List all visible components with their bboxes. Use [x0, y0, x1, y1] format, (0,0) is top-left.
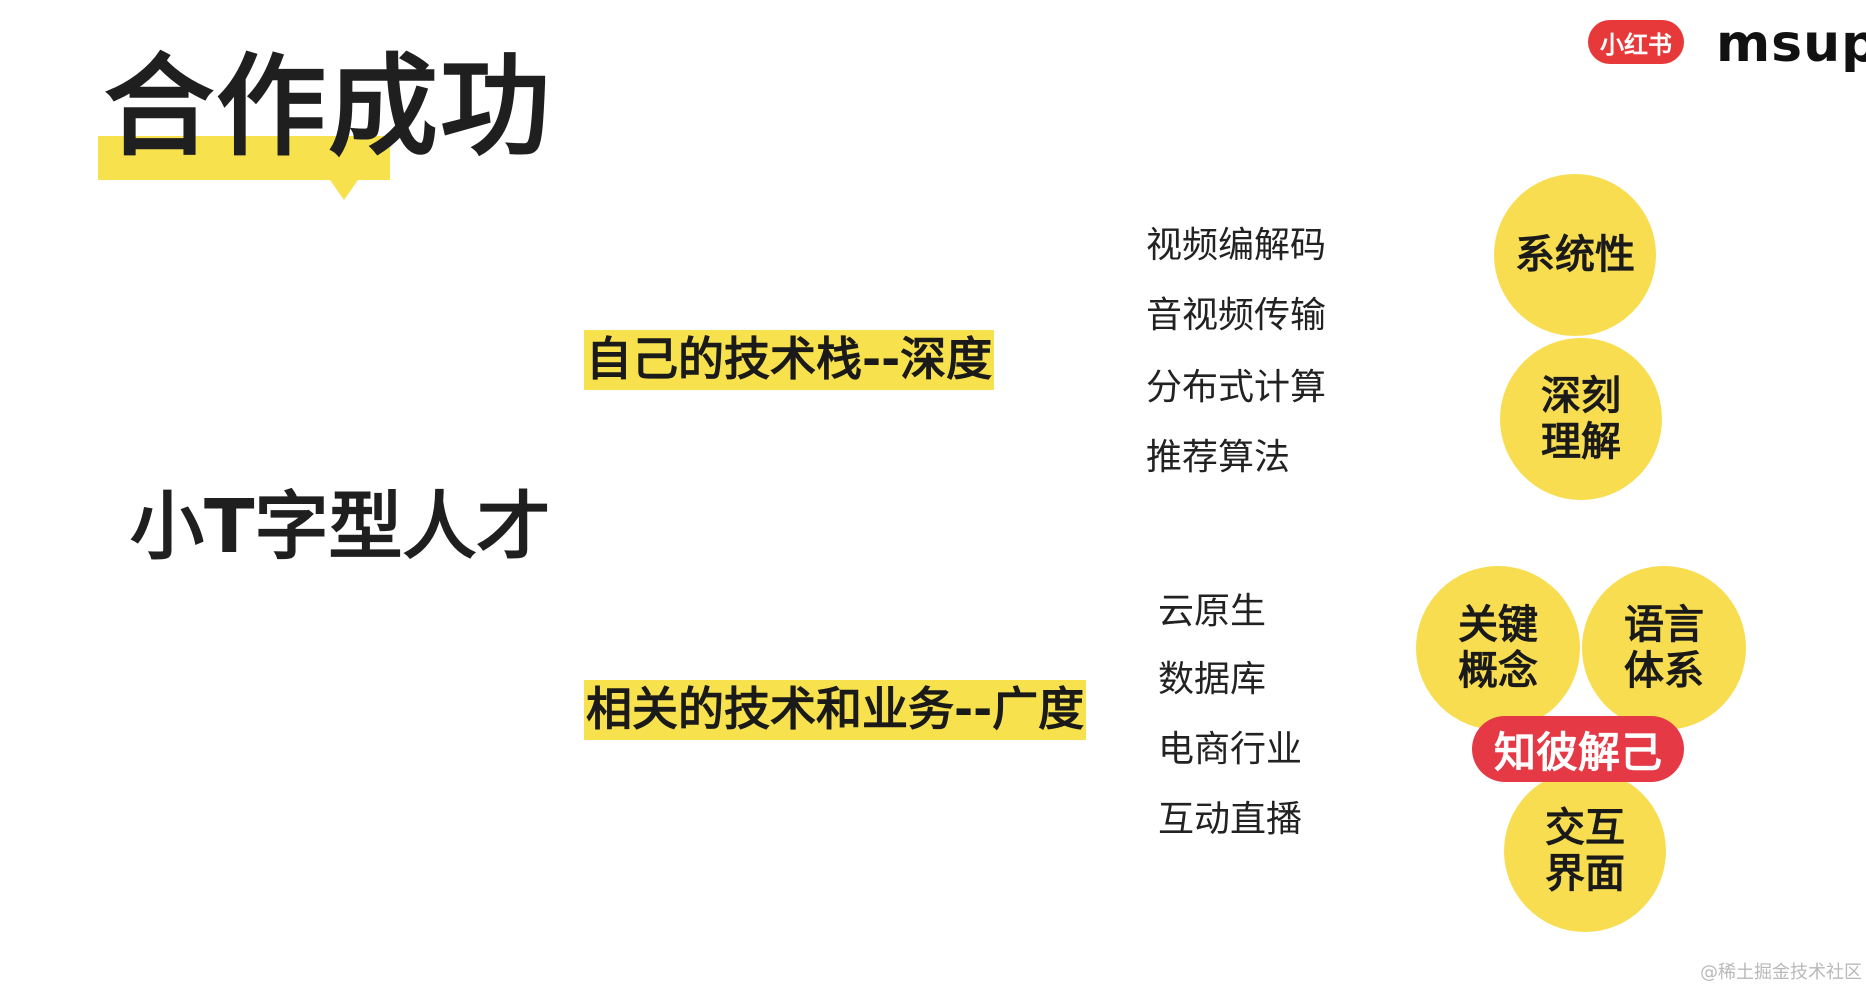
page-title: 合作成功: [104, 43, 552, 171]
depth-item: 推荐算法: [1146, 437, 1291, 478]
circle-text-line2: 界面: [1545, 851, 1625, 897]
depth-item: 音视频传输: [1146, 295, 1327, 336]
circle-interaction-interface: 交互 界面: [1504, 770, 1666, 932]
depth-label: 自己的技术栈--深度: [584, 330, 995, 390]
circle-language-system: 语言 体系: [1582, 566, 1746, 730]
circle-text-line1: 关键: [1458, 602, 1538, 648]
circle-text-line2: 体系: [1624, 648, 1704, 694]
breadth-item: 互动直播: [1158, 799, 1303, 840]
xiaohongshu-logo: 小红书: [1588, 20, 1684, 64]
depth-item: 分布式计算: [1146, 367, 1327, 408]
circle-text-line1: 语言: [1624, 602, 1704, 648]
circle-text-line2: 理解: [1541, 419, 1621, 465]
circle-deep-understanding: 深刻 理解: [1500, 338, 1662, 500]
circle-systematic: 系统性: [1494, 174, 1656, 336]
breadth-label: 相关的技术和业务--广度: [584, 680, 1087, 740]
breadth-item: 数据库: [1158, 659, 1267, 700]
circle-text-line2: 概念: [1458, 648, 1538, 694]
watermark: @稀土掘金技术社区: [1700, 962, 1862, 983]
xiaohongshu-logo-text: 小红书: [1600, 30, 1672, 59]
circle-text-line1: 系统性: [1515, 232, 1635, 278]
msup-logo-text: msup: [1716, 14, 1866, 74]
breadth-item: 云原生: [1158, 591, 1267, 632]
circle-key-concepts: 关键 概念: [1416, 566, 1580, 730]
circle-text-line1: 深刻: [1541, 373, 1621, 419]
title-highlight: [98, 136, 390, 200]
t-shaped-talent-label: 小T字型人才: [130, 484, 551, 570]
msup-logo: msup®: [1716, 14, 1866, 74]
circle-text-line1: 交互: [1545, 805, 1625, 851]
depth-item: 视频编解码: [1146, 225, 1327, 266]
know-others-know-self-badge: 知彼解己: [1472, 716, 1684, 782]
breadth-item: 电商行业: [1158, 729, 1303, 770]
